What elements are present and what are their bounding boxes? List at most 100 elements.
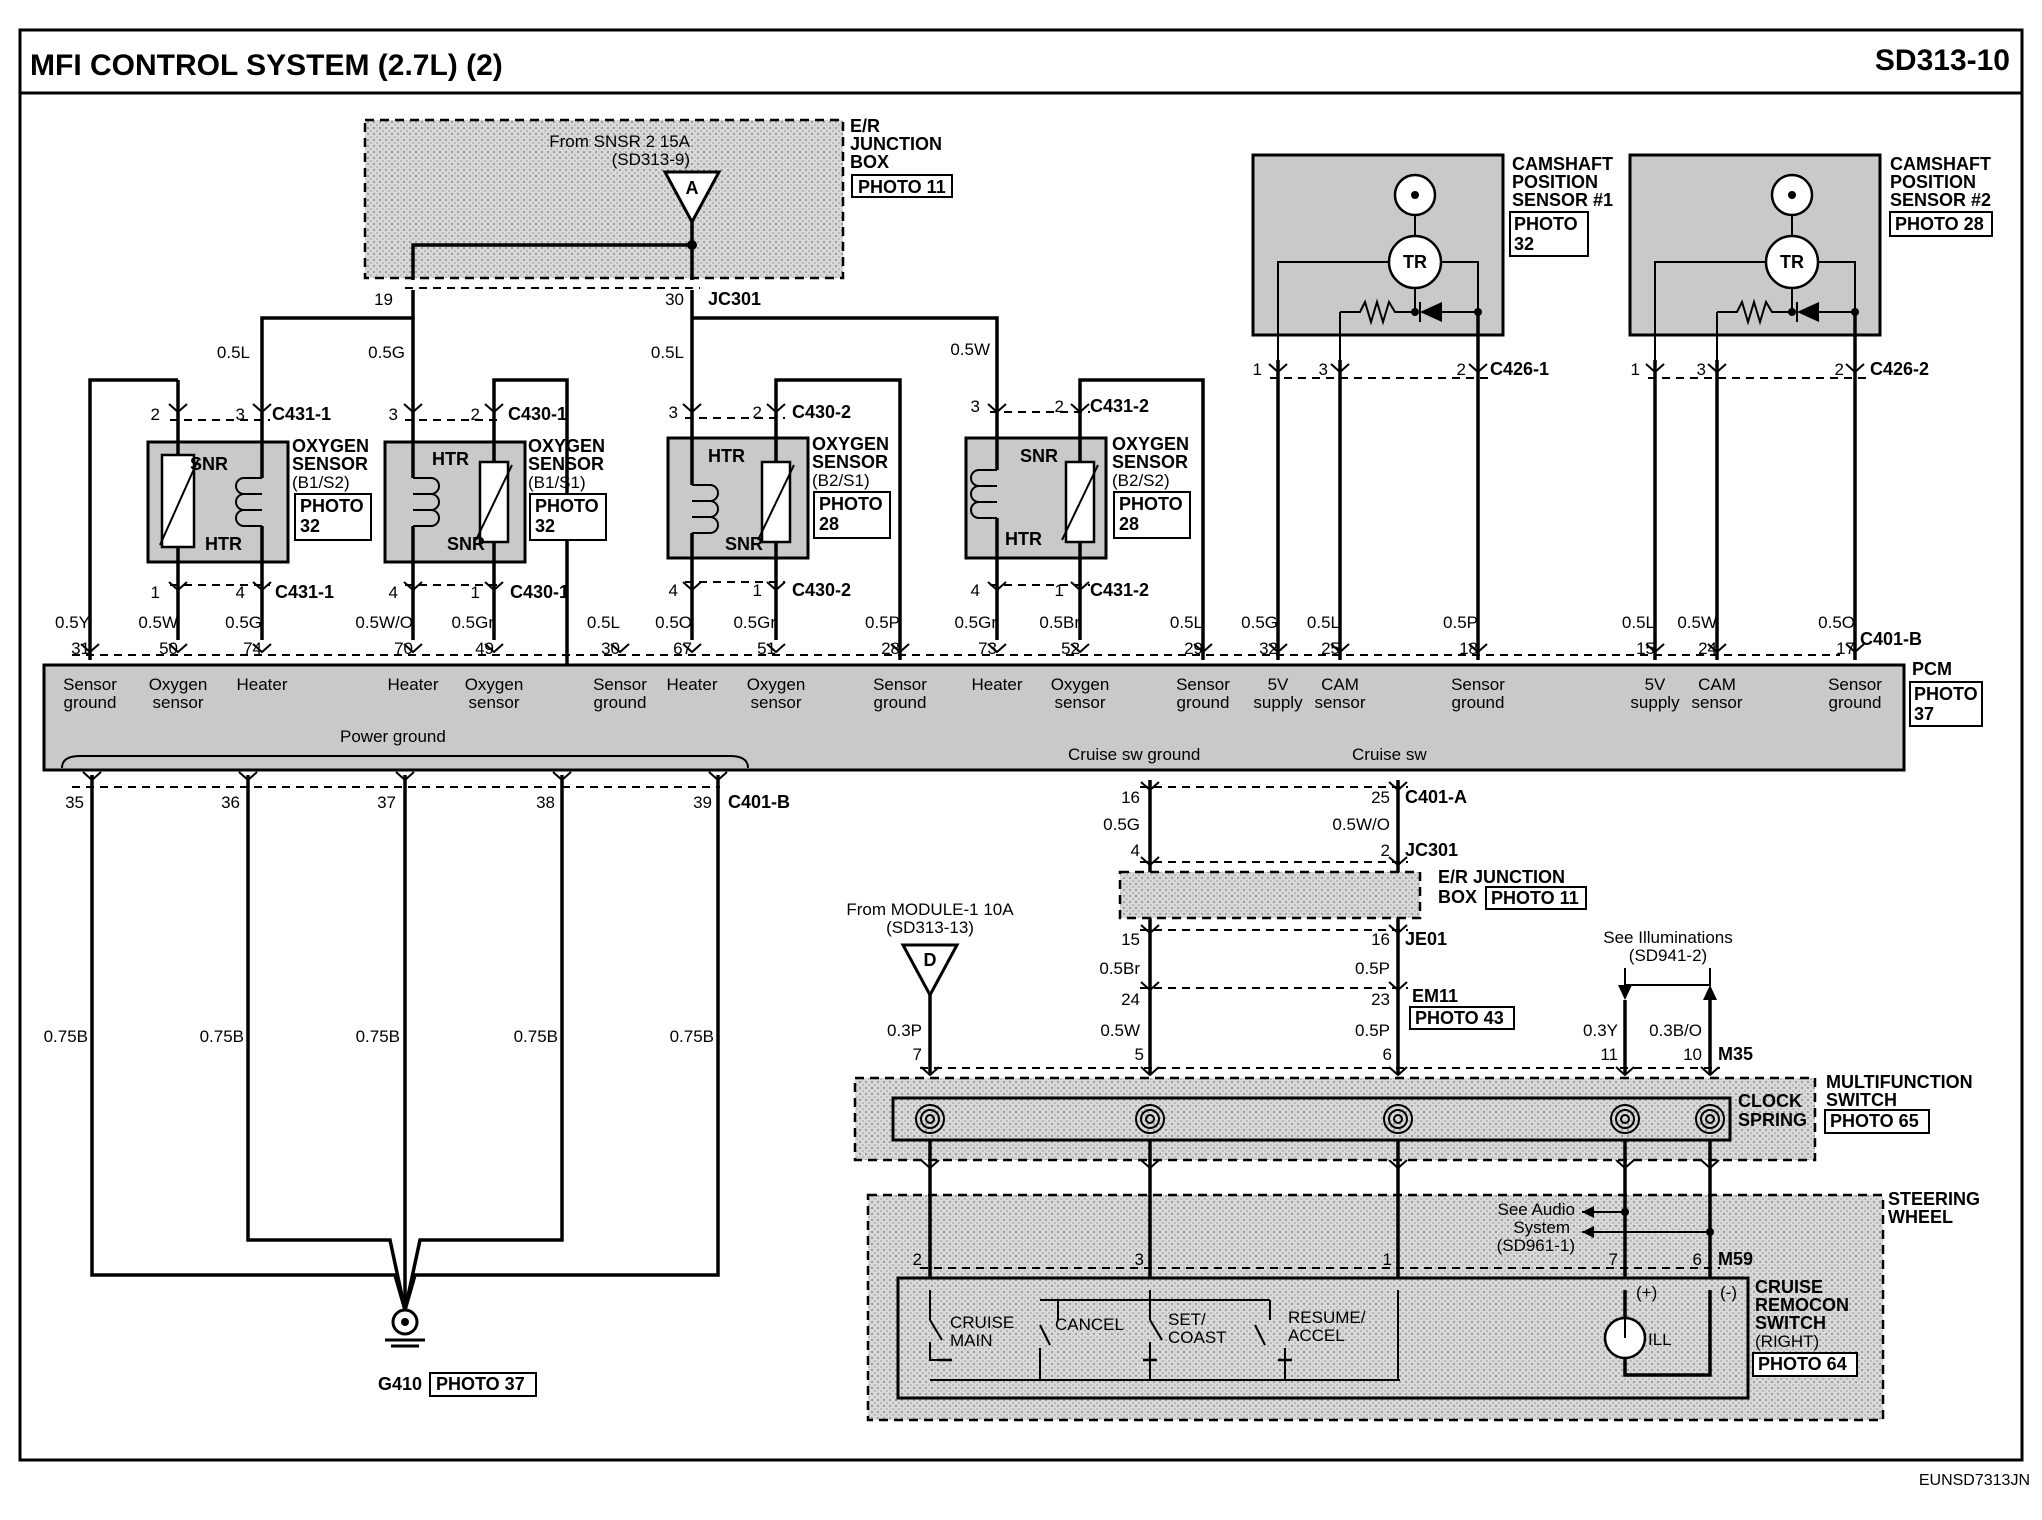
o2-b1s1-snr: SNR: [447, 534, 485, 554]
jc301-pin-30: 30: [665, 290, 684, 309]
pcm-function-label: Sensor: [873, 675, 927, 694]
ill-minus-wire: [1623, 1290, 1712, 1377]
connector-chevron-icon: [1070, 581, 1090, 592]
connector-chevron-icon: [484, 581, 504, 592]
pin-bot-4: 4: [389, 583, 398, 602]
pcm-function-label: sensor: [152, 693, 203, 712]
o2-b1s2-photo-2: 32: [300, 516, 320, 536]
ill-plus: (+): [1636, 1283, 1657, 1302]
cruise-wire-0-5p-b: 0.5P: [1355, 1021, 1390, 1040]
pcm-pin-number: 67: [673, 639, 692, 658]
feed-o2-b1s2: [260, 290, 415, 405]
connector-a-triangle: [662, 170, 722, 226]
ground-photo-box: [429, 1372, 537, 1397]
pcm-cruise-sw: Cruise sw: [1352, 745, 1427, 764]
clock-spring-spiral-ring: [925, 1114, 935, 1124]
connector-chevron-icon: [252, 403, 272, 414]
pcm-function-label: supply: [1253, 693, 1303, 712]
oxygen-sensor-b1s1: HTR SNR 3 2 C430-1 4 1 C430-1 OXYGEN SEN…: [383, 378, 607, 665]
illum-pin-10: 10: [1683, 1045, 1702, 1064]
connector-d-triangle: [900, 943, 960, 999]
pcm-pin-number: 70: [394, 639, 413, 658]
o2-b2s2-htr: HTR: [1005, 529, 1042, 549]
je01-label: JE01: [1405, 929, 1447, 949]
connector-chevron-icon: [1845, 643, 1865, 654]
sensor-slash: [1061, 464, 1099, 541]
cam1-line2: POSITION: [1512, 172, 1598, 192]
m35-pin-5: 5: [1135, 1045, 1144, 1064]
o2-b1s1-photo-1: PHOTO: [535, 496, 599, 516]
connector-chevron-icon: [168, 581, 188, 592]
multifunction-photo-box: [1824, 1109, 1930, 1134]
sensor-slash: [159, 459, 199, 546]
pcm-function-label: ground: [874, 693, 927, 712]
sw-pin-2: 2: [913, 1250, 922, 1269]
clock-spring-spiral-icon: [1610, 1104, 1640, 1134]
sw3-label2: COAST: [1168, 1328, 1227, 1347]
clock-spring-spiral-ring: [1393, 1114, 1403, 1124]
pin-bot-4: 4: [971, 581, 980, 600]
cam2-wire-a: [1654, 261, 1766, 360]
sw-pin-6: 6: [1693, 1250, 1702, 1269]
cruise-wire-0-5br: 0.5Br: [1099, 959, 1140, 978]
gnd-pin-36: 36: [221, 793, 240, 812]
connector-chevron-icon: [766, 403, 786, 414]
pcm-pin-number: 74: [243, 639, 262, 658]
o2-b1s2-name-1: OXYGEN: [292, 436, 369, 456]
sensor-element: [478, 460, 510, 544]
pcm-pin-number: 25: [1321, 639, 1340, 658]
sw-pin-1: 1: [1383, 1250, 1392, 1269]
pcm-photo-1: PHOTO: [1914, 684, 1978, 704]
switch-line1: CRUISE: [1755, 1277, 1823, 1297]
clock-spring-spiral-ring: [1615, 1109, 1635, 1129]
switch-contacts: CRUISE MAIN CANCEL SET/ COAST RESUME/ AC…: [929, 1283, 1737, 1381]
o2-b2s2-name-1: OXYGEN: [1112, 434, 1189, 454]
pin-bot-4: 4: [236, 583, 245, 602]
cruise-wire-0-5w: 0.5W: [1100, 1021, 1140, 1040]
o2-b2s2-photo-2: 28: [1119, 514, 1139, 534]
pin-top-3: 3: [669, 403, 678, 422]
connector-chevron-icon: [1070, 403, 1090, 414]
module-wire: 0.3P: [887, 1021, 922, 1040]
connector-chevron-icon: [682, 581, 702, 592]
ill-minus: (-): [1720, 1283, 1737, 1302]
conn-bot-c431-2: C431-2: [1090, 580, 1149, 600]
em11-photo-box: [1409, 1006, 1515, 1030]
pcm-function-label: Oxygen: [1051, 675, 1110, 694]
pcm-function-label: CAM: [1698, 675, 1736, 694]
connector-chevron-icon: [252, 643, 272, 654]
heater-coil: [970, 469, 997, 519]
jbox-source-line1: From SNSR 2 15A: [549, 132, 690, 151]
jc301-pin-19: 19: [374, 290, 393, 309]
pcm-wire-label: 0.5W: [1677, 613, 1717, 632]
sensor-slash: [475, 464, 513, 541]
o2-b1s1-htr: HTR: [432, 449, 469, 469]
o2-b1s1-position: (B1/S1): [528, 473, 586, 492]
cam2-pin-3: 3: [1697, 360, 1706, 379]
cam1-line3: SENSOR #1: [1512, 190, 1613, 210]
cam1-pin-3: 3: [1319, 360, 1328, 379]
jbox-source-line2: (SD313-9): [612, 150, 690, 169]
cam2-line3: SENSOR #2: [1890, 190, 1991, 210]
switch-photo-box: [1752, 1352, 1858, 1377]
pcm-function-label: Sensor: [1451, 675, 1505, 694]
m35-pin-6: 6: [1383, 1045, 1392, 1064]
connector-chevron-icon: [1268, 363, 1288, 374]
pcm-pin-number: 32: [1259, 639, 1278, 658]
jbox-bus: [411, 222, 694, 280]
audio-line3: (SD961-1): [1497, 1236, 1575, 1255]
em11-pin-24: 24: [1121, 990, 1140, 1009]
clock-spring-spiral-ring: [1705, 1114, 1715, 1124]
c426-2-label: C426-2: [1870, 359, 1929, 379]
steering-line2: WHEEL: [1888, 1207, 1953, 1227]
gnd-wire-label-2: 0.75B: [200, 1027, 244, 1046]
audio-line1: See Audio: [1497, 1200, 1575, 1219]
pcm-pin-number: 52: [1061, 639, 1080, 658]
er-jbox-label-1: E/R: [850, 116, 880, 136]
page-code: SD313-10: [1875, 44, 2010, 77]
illum-pin-11: 11: [1600, 1045, 1618, 1064]
cam1-wire-b: [1441, 261, 1479, 312]
resume-accel-contact-icon: [1254, 1324, 1266, 1346]
camshaft-sensor-2: TR CAMSHAFT POSITION SENSOR #2 PHOTO 28 …: [1628, 153, 1993, 660]
